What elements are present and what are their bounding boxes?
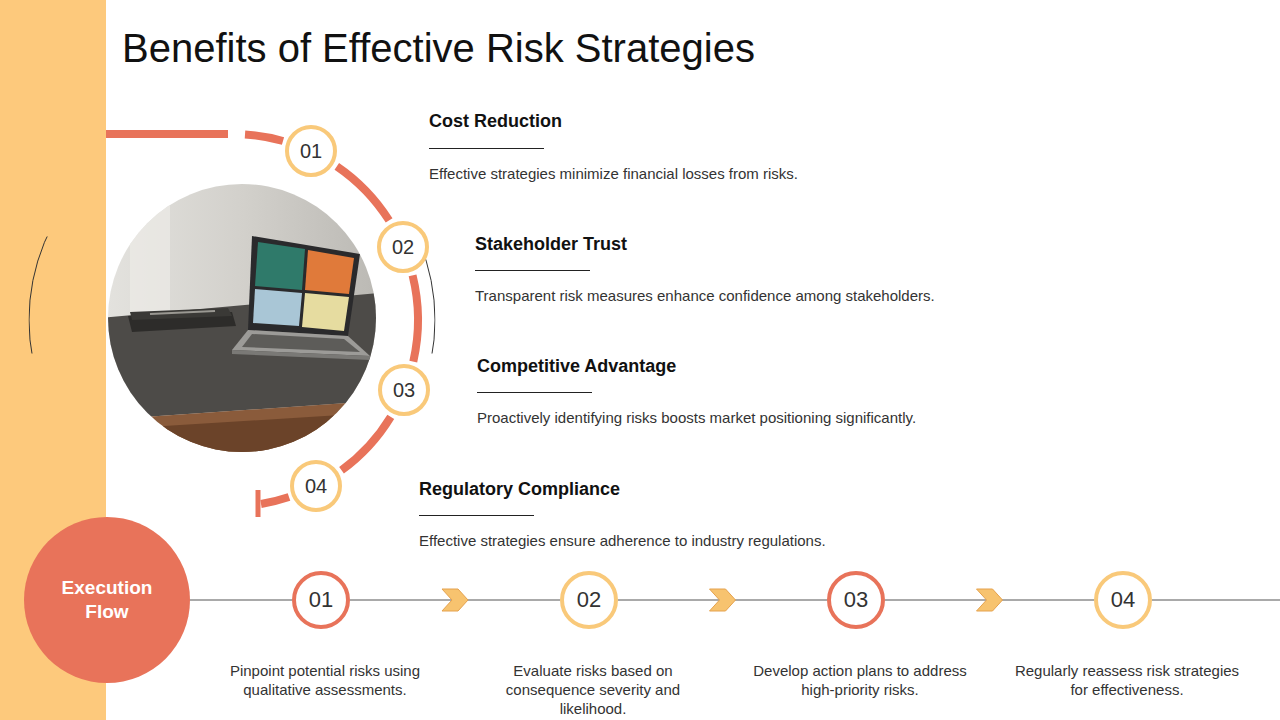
step-text: Develop action plans to address high-pri… [740,661,980,699]
step-number: 04 [1098,575,1148,625]
connector [342,417,391,470]
thin-arc [29,117,435,523]
step-number: 01 [289,129,333,173]
number-circle: 01Cost ReductionEffective strategies min… [285,125,337,177]
heading-rule [475,270,590,271]
number-circle: 01Pinpoint potential risks using qualita… [292,571,350,629]
number-circle: 04Regularly reassess risk strategies for… [1094,571,1152,629]
step-text: Pinpoint potential risks using qualitati… [205,661,445,699]
benefit-heading: Competitive Advantage [477,356,676,377]
slide-title: Benefits of Effective Risk Strategies [122,26,755,71]
step-text: Evaluate risks based on consequence seve… [486,661,701,718]
connector [190,600,292,601]
benefit-text: Proactively identifying risks boosts mar… [477,408,916,427]
flow-tail [1152,600,1280,601]
number-circle: 02Stakeholder TrustTransparent risk meas… [377,221,429,273]
step-number: 04 [294,464,338,508]
flow-chevron [710,589,736,611]
arc-tail [261,497,289,504]
flow-label: Execution Flow [52,576,162,624]
benefit-text: Effective strategies minimize financial … [429,164,798,183]
heading-rule [419,515,534,516]
number-circle: 03Competitive AdvantageProactively ident… [378,364,430,416]
benefit-heading: Regulatory Compliance [419,479,620,500]
arc-lead [245,135,283,142]
flow-chevron [977,589,1003,611]
step-number: 02 [564,575,614,625]
step-number: 02 [381,225,425,269]
benefit-text: Effective strategies ensure adherence to… [419,531,826,550]
heading-rule [429,148,544,149]
number-circle: 02Evaluate risks based on consequence se… [560,571,618,629]
arc-lead [106,130,228,138]
step-text: Regularly reassess risk strategies for e… [1007,661,1247,699]
flow-label-circle: Execution Flow [24,517,190,683]
step-number: 01 [296,575,346,625]
number-circle: 03Develop action plans to address high-p… [827,571,885,629]
arc-cap [256,490,261,517]
flow-chevron [442,589,468,611]
step-number: 03 [831,575,881,625]
step-number: 03 [382,368,426,412]
benefit-text: Transparent risk measures enhance confid… [475,286,935,305]
benefit-heading: Cost Reduction [429,111,562,132]
connector [413,275,418,361]
laptop-photo [100,180,390,470]
benefit-heading: Stakeholder Trust [475,234,627,255]
number-circle: 04Regulatory ComplianceEffective strateg… [290,460,342,512]
connector [337,166,389,220]
heading-rule [477,392,592,393]
